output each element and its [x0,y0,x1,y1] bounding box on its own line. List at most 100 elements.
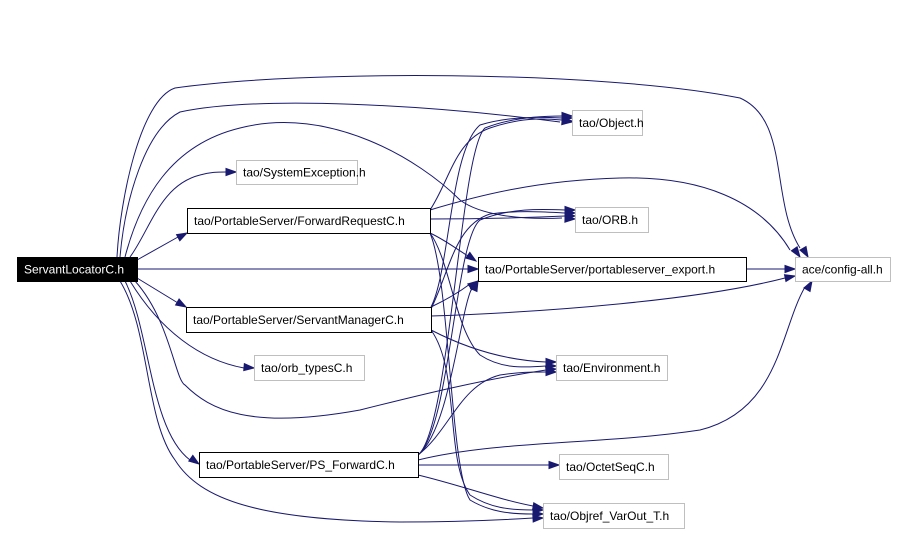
arrowhead-icon [175,232,189,242]
node-box [575,207,649,233]
edge-line [129,171,227,258]
edge-servantlocator-to-environment [134,280,558,419]
edge-servantmanager-to-environment [430,329,558,367]
edge-forwardrequest-to-environment [429,232,558,371]
node-label: tao/PortableServer/ServantManagerC.h [193,313,404,327]
edge-line [136,277,179,304]
node-label: tao/PortableServer/ForwardRequestC.h [194,214,405,228]
edge-servantlocator-to-orbtypes [129,280,256,372]
node-label: ace/config-all.h [802,263,883,277]
edge-line [116,75,801,258]
edge-psforward-to-orb [417,205,577,456]
edge-psforward-to-object [417,111,574,456]
edge-line [124,122,563,258]
edge-line [119,280,534,523]
edge-line [417,474,534,507]
node-label: tao/PortableServer/PS_ForwardC.h [206,458,395,472]
edge-psforward-to-configall [417,279,813,461]
arrowhead-icon [784,264,797,274]
edge-line [417,371,547,456]
node-box [478,257,747,282]
edge-forwardrequest-to-object [429,116,574,211]
edge-line [429,215,566,220]
arrowhead-icon [783,274,797,283]
edge-line [429,232,534,515]
edge-servantlocator-to-configall [116,75,809,259]
node-box [186,307,432,333]
edge-line [417,208,566,456]
edge-line [119,102,561,258]
node-orbtypes[interactable]: tao/orb_typesC.h [254,355,365,381]
node-servantmanager[interactable]: tao/PortableServer/ServantManagerC.h [186,307,432,333]
edge-servantlocator-to-servantmanager [136,277,188,308]
edge-line [136,236,179,261]
arrowhead-icon [799,245,809,259]
edge-line [430,329,534,511]
node-box [254,355,365,381]
node-label: tao/PortableServer/portableserver_export… [485,263,715,277]
arrowhead-icon [467,264,480,274]
edge-line [429,177,791,251]
node-label: tao/Objref_VarOut_T.h [550,509,669,523]
node-label: tao/OctetSeqC.h [566,460,655,474]
edge-line [430,329,547,363]
edges-layer [116,75,813,523]
node-box [543,503,685,529]
edge-servantlocator-to-psforward [124,280,201,465]
arrowhead-icon [548,460,561,470]
node-label: tao/Environment.h [563,361,660,375]
node-systemexception[interactable]: tao/SystemException.h [236,160,366,185]
arrowhead-icon [243,362,256,372]
edge-line [124,280,191,461]
edge-line [129,280,245,369]
edge-line [429,118,563,211]
edge-psforward-to-psexport [417,279,479,456]
arrowhead-icon [464,251,478,262]
node-environment[interactable]: tao/Environment.h [556,355,668,381]
edge-line [430,277,786,317]
node-octetseq[interactable]: tao/OctetSeqC.h [559,454,669,480]
edge-forwardrequest-to-psexport [429,232,478,262]
node-box [556,355,668,381]
edge-servantlocator-to-psexport [137,264,480,274]
edge-line [430,283,471,308]
arrowhead-icon [225,167,238,177]
edge-line [134,280,547,419]
edge-line [417,115,563,456]
edge-forwardrequest-to-configall [429,177,801,259]
node-box [236,160,358,185]
edge-psforward-to-objref [417,474,545,511]
arrowhead-icon [803,279,813,293]
node-psexport[interactable]: tao/PortableServer/portableserver_export… [478,257,747,282]
arrowhead-icon [174,298,188,308]
node-object[interactable]: tao/Object.h [572,110,644,136]
arrowhead-icon [561,111,574,121]
node-box [17,257,138,282]
node-label: tao/SystemException.h [243,166,366,180]
edge-servantlocator-to-forwardrequest [136,232,189,261]
node-orb[interactable]: tao/ORB.h [575,207,649,233]
node-objref[interactable]: tao/Objref_VarOut_T.h [543,503,685,529]
edge-line [429,232,469,257]
arrowhead-icon [469,279,479,293]
edge-line [417,286,806,461]
node-psforward[interactable]: tao/PortableServer/PS_ForwardC.h [199,452,419,478]
arrowhead-icon [790,245,801,259]
edge-servantlocator-to-orb [124,122,577,258]
node-label: tao/orb_typesC.h [261,361,352,375]
node-forwardrequest[interactable]: tao/PortableServer/ForwardRequestC.h [187,208,431,234]
edge-line [417,287,473,456]
node-label: tao/ORB.h [582,213,638,227]
edge-servantlocator-to-systemexception [129,167,238,258]
arrowhead-icon [531,502,545,511]
node-box [187,208,431,234]
node-label: tao/Object.h [579,116,644,130]
node-box [199,452,419,478]
node-configall[interactable]: ace/config-all.h [795,257,891,282]
node-label: ServantLocatorC.h [24,263,124,277]
arrowhead-icon [187,454,201,465]
arrowhead-icon [545,357,558,367]
edge-psexport-to-configall [746,264,797,274]
nodes-layer: ServantLocatorC.h tao/SystemException.h ta… [17,110,891,529]
